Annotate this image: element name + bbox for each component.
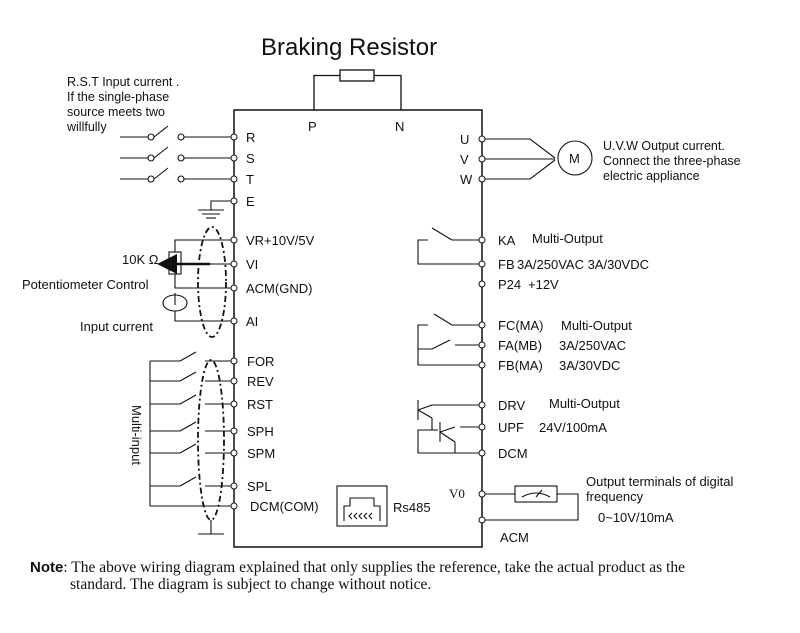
fb-ma-desc: 3A/30VDC <box>559 358 620 373</box>
input-current-label: Input current <box>80 319 153 334</box>
analog-wiring <box>162 226 231 338</box>
svg-text:U.V.W Output current.: U.V.W Output current. <box>603 139 725 153</box>
motor-wiring <box>485 138 593 180</box>
terminal-e: E <box>246 194 255 209</box>
fb-desc: 3A/250VAC 3A/30VDC <box>517 257 649 272</box>
drv-desc: Multi-Output <box>549 396 620 411</box>
fc-desc: Multi-Output <box>561 318 632 333</box>
terminal-drv: DRV <box>498 398 526 413</box>
terminal-t: T <box>246 172 254 187</box>
terminal-fc: FC(MA) <box>498 318 544 333</box>
terminal-vr: VR+10V/5V <box>246 233 315 248</box>
terminal-ka: KA <box>498 233 516 248</box>
motor-label: M <box>569 151 580 166</box>
terminal-for: FOR <box>247 354 274 369</box>
resistor-label: 10K Ω <box>122 252 159 267</box>
relay-wiring <box>417 227 579 521</box>
terminal-dcm: DCM <box>498 446 528 461</box>
footnote: Note: The above wiring diagram explained… <box>30 559 795 593</box>
rs485-port-icon <box>336 485 388 527</box>
note-line-2: standard. The diagram is subject to chan… <box>70 576 432 593</box>
terminal-p24: P24 <box>498 277 521 292</box>
terminal-vi: VI <box>246 257 258 272</box>
output-terminals: U V W <box>460 132 486 187</box>
terminal-r: R <box>246 130 255 145</box>
braking-resistor <box>313 69 402 110</box>
svg-text:frequency: frequency <box>586 489 644 504</box>
diagram-title: Braking Resistor <box>261 34 437 61</box>
ka-desc: Multi-Output <box>532 231 603 246</box>
terminal-fb-ma: FB(MA) <box>498 358 543 373</box>
analog-terminals: VR+10V/5V VI ACM(GND) AI <box>230 233 315 329</box>
svg-text:If the single-phase: If the single-phase <box>67 90 169 104</box>
frequency-meter-icon <box>514 485 558 503</box>
terminal-ai: AI <box>246 314 258 329</box>
terminal-n: N <box>395 119 404 134</box>
shield-loop-analog <box>197 226 227 338</box>
svg-text:Output terminals of digital: Output terminals of digital <box>586 474 734 489</box>
terminal-u: U <box>460 132 469 147</box>
svg-text:electric appliance: electric appliance <box>603 169 700 183</box>
terminal-rst: RST <box>247 397 273 412</box>
input-terminals: R S T E <box>230 130 255 209</box>
fa-desc: 3A/250VAC <box>559 338 626 353</box>
terminal-rev: REV <box>247 374 274 389</box>
svg-text:Connect the three-phase: Connect the three-phase <box>603 154 741 168</box>
terminal-spl: SPL <box>247 479 272 494</box>
terminal-spm: SPM <box>247 446 275 461</box>
terminal-upf: UPF <box>498 420 524 435</box>
svg-text:R.S.T Input current .: R.S.T Input current . <box>67 75 179 89</box>
shield-loop-digital <box>197 359 225 521</box>
svg-text:source meets two: source meets two <box>67 105 165 119</box>
terminal-fb: FB <box>498 257 515 272</box>
terminal-sph: SPH <box>247 424 274 439</box>
upf-desc: 24V/100mA <box>539 420 607 435</box>
terminal-dcm-com: DCM(COM) <box>250 499 319 514</box>
uvw-note: U.V.W Output current. Connect the three-… <box>603 139 741 183</box>
p24-desc: +12V <box>528 277 559 292</box>
rs485-label: Rs485 <box>393 500 431 515</box>
terminal-fa: FA(MB) <box>498 338 542 353</box>
input-switches <box>120 125 231 219</box>
frequency-note: Output terminals of digital frequency 0~… <box>586 474 734 525</box>
rst-note: R.S.T Input current . If the single-phas… <box>66 75 179 134</box>
digital-input-wiring <box>149 351 231 535</box>
potentiometer-control-label: Potentiometer Control <box>22 277 149 292</box>
relay-labels: KA Multi-Output FB 3A/250VAC 3A/30VDC P2… <box>449 231 649 545</box>
note-line-1: : The above wiring diagram explained tha… <box>63 559 685 576</box>
terminal-p: P <box>308 119 317 134</box>
digital-terminals: FOR REV RST SPH SPM SPL DCM(COM) <box>230 354 319 514</box>
terminal-w: W <box>460 172 473 187</box>
svg-text:willfully: willfully <box>66 120 107 134</box>
svg-text:0~10V/10mA: 0~10V/10mA <box>598 510 674 525</box>
relay-terminals <box>478 236 486 524</box>
motor-icon <box>557 140 593 176</box>
terminal-acm-gnd: ACM(GND) <box>246 281 312 296</box>
terminal-v: V <box>460 152 469 167</box>
multi-input-label: Multi-input <box>129 405 144 465</box>
terminal-v0: V0 <box>449 486 465 501</box>
terminal-s: S <box>246 151 255 166</box>
terminal-acm: ACM <box>500 530 529 545</box>
note-label: Note <box>30 559 64 576</box>
